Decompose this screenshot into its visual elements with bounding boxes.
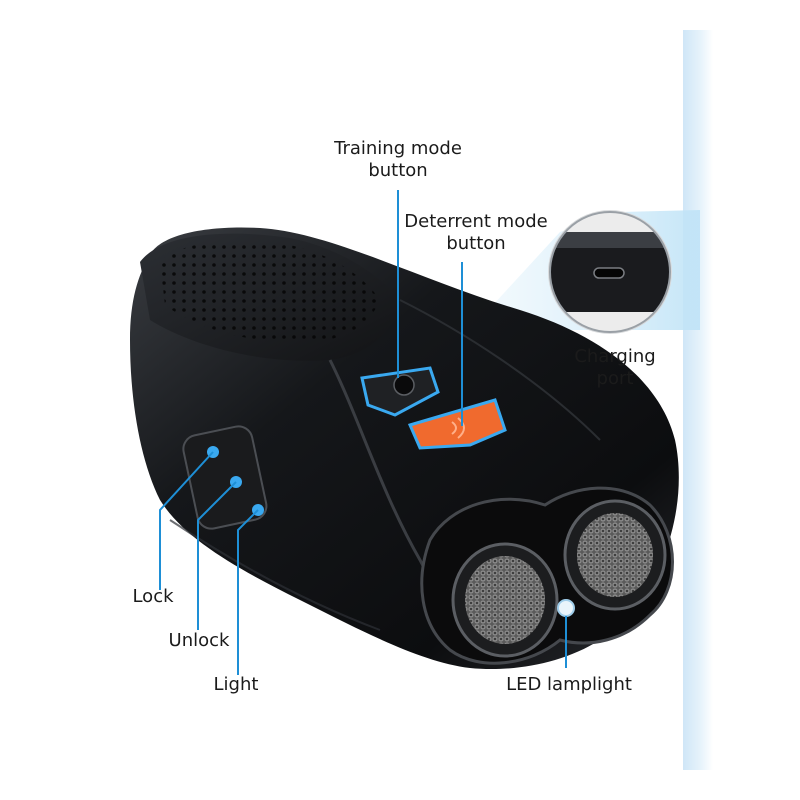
usb-port bbox=[593, 267, 625, 279]
label-lock: Lock bbox=[132, 586, 174, 607]
label-unlock: Unlock bbox=[168, 630, 230, 651]
right-speaker-mesh bbox=[577, 513, 653, 597]
label-light: Light bbox=[213, 674, 259, 695]
deterrent-mode-button bbox=[407, 398, 507, 450]
label-charging-port: Charging port bbox=[574, 346, 656, 389]
label-training-mode: Training mode button bbox=[334, 138, 462, 181]
left-speaker-mesh bbox=[465, 556, 545, 644]
label-deterrent-mode: Deterrent mode button bbox=[404, 211, 548, 254]
blue-side-band bbox=[683, 30, 713, 770]
side-switch-panel bbox=[182, 425, 268, 530]
led-lamp bbox=[557, 599, 575, 617]
callout-lines bbox=[159, 190, 567, 675]
label-led-lamplight: LED lamplight bbox=[506, 674, 632, 695]
